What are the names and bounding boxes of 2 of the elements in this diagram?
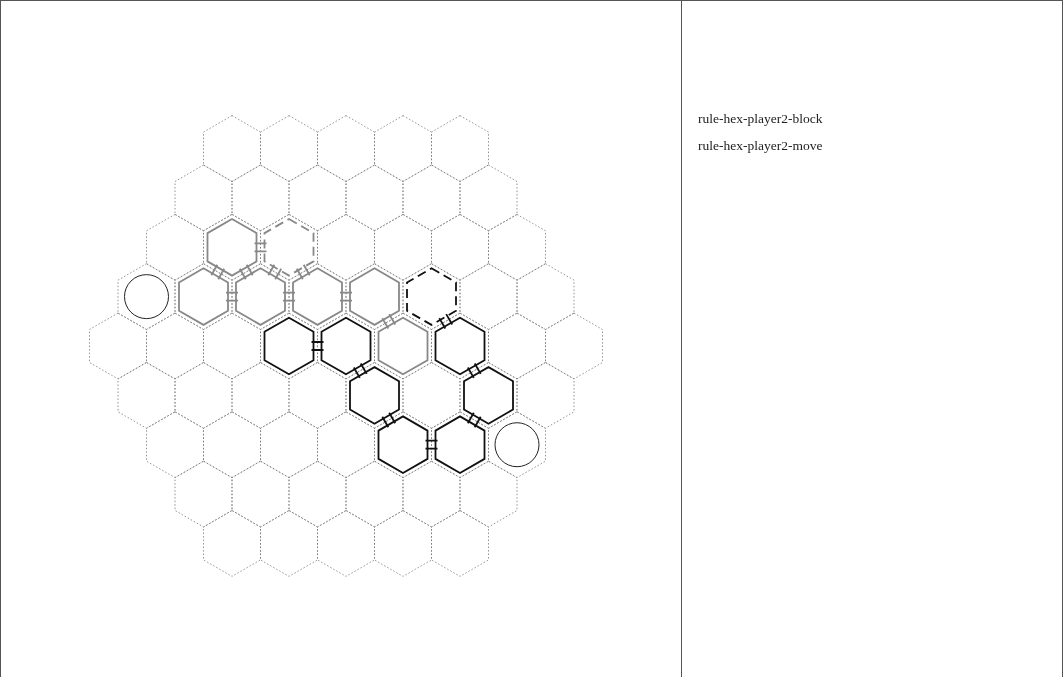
rule-label: rule-hex-player2-block <box>698 110 823 128</box>
rule-label: rule-hex-player2-move <box>698 137 823 155</box>
